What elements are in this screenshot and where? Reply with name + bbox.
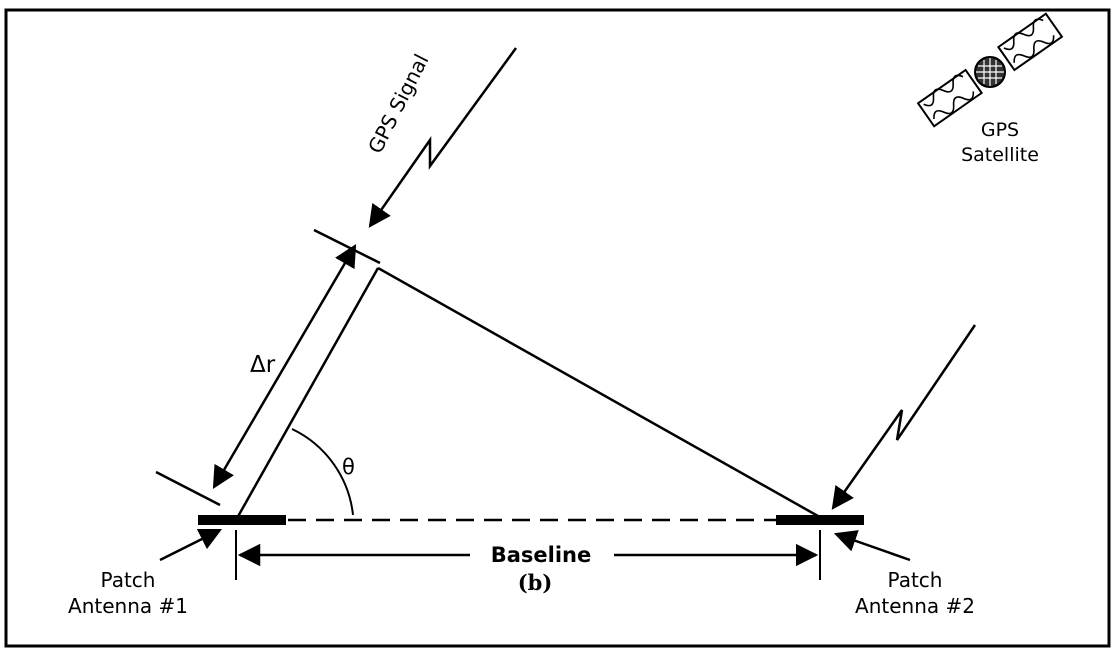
satellite-label-line1: GPS (981, 119, 1019, 141)
patch-antenna-1 (198, 515, 286, 525)
panel-letter: (b) (518, 570, 553, 595)
antenna-2-label-line1: Patch (888, 568, 943, 592)
theta-label: θ (342, 455, 355, 479)
delta-r-label: Δr (250, 352, 276, 378)
gps-signal-label: GPS Signal (363, 50, 433, 157)
wavefront-tick-bottom (155, 470, 221, 507)
satellite-label-line2: Satellite (961, 144, 1039, 166)
gps-signal-1-line (368, 47, 518, 228)
gps-satellite-icon (916, 12, 1064, 128)
theta-arc (291, 428, 354, 516)
antenna-1-label-line2: Antenna #1 (68, 594, 188, 618)
antenna-2-label-line2: Antenna #2 (855, 594, 975, 618)
baseline-label: Baseline (491, 543, 592, 567)
antenna-2-pointer (833, 530, 911, 562)
antenna-1-pointer (159, 528, 223, 562)
path-line-cross (377, 266, 826, 522)
patch-antenna-2 (776, 515, 864, 525)
diagram-frame (4, 8, 1111, 648)
delta-r-arrow (212, 244, 357, 489)
gps-signal-2-line (831, 324, 977, 510)
path-line-antenna1 (234, 267, 380, 521)
antenna-1-label-line1: Patch (101, 568, 156, 592)
